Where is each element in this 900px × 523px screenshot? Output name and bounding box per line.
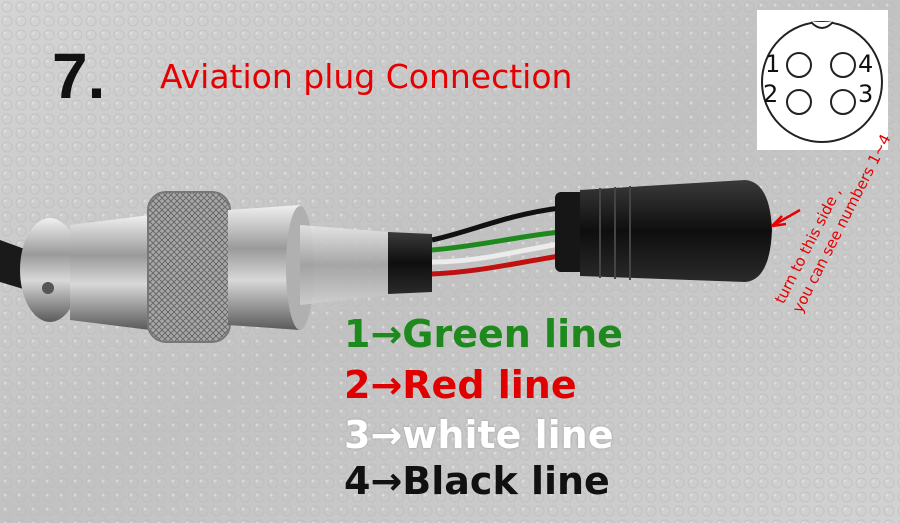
legend-black-line: 4→Black line [344,459,610,503]
legend-red-line: 2→Red line [344,363,577,407]
page-title: Aviation plug Connection [160,57,573,96]
pinout-diagram: 1 4 2 3 [757,10,888,150]
legend-white-line: 3→white line [344,413,614,457]
pin-label-3: 3 [858,80,874,108]
pin-label-2: 2 [763,80,779,108]
step-number: 7. [52,40,106,112]
legend-green-line: 1→Green line [344,312,623,356]
pin-label-1: 1 [765,50,781,78]
pin-label-4: 4 [858,50,874,78]
pinout-circles [761,21,883,143]
